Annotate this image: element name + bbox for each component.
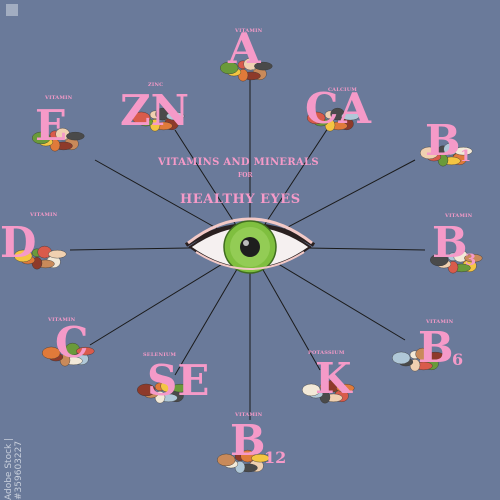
food-cluster-icon — [132, 107, 185, 132]
vitamin-b12-caption: VITAMIN — [235, 412, 263, 418]
food-cluster-icon — [392, 347, 445, 372]
food-cluster-icon — [217, 449, 270, 474]
food-cluster-icon — [137, 379, 190, 404]
food-cluster-icon — [420, 142, 473, 167]
vitamin-e-caption: VITAMIN — [45, 95, 73, 101]
vitamin-b1-letter: B — [425, 116, 461, 165]
food-cluster-icon — [32, 127, 85, 152]
calcium-caption: CALCIUM — [328, 87, 357, 93]
vitamin-b6-caption: VITAMIN — [426, 319, 454, 325]
vitamin-b12-subscript: 12 — [264, 448, 287, 467]
vitamin-d-caption: VITAMIN — [30, 212, 58, 218]
vitamin-b3-caption: VITAMIN — [445, 213, 473, 219]
selenium-caption: SELENIUM — [143, 352, 177, 358]
vitamin-b12-letter: B — [230, 416, 266, 465]
food-cluster-icon — [220, 57, 273, 82]
calcium-letter: Ca — [305, 84, 372, 133]
selenium-letter: Se — [147, 356, 210, 405]
eye-icon — [184, 217, 316, 274]
food-cluster-icon — [430, 249, 483, 274]
zinc-caption: ZINC — [148, 82, 164, 88]
vitamin-c-letter: C — [55, 318, 89, 367]
title-line-2: FOR — [238, 172, 253, 179]
vitamin-b6-subscript: 6 — [452, 350, 464, 369]
vitamin-a-caption: VITAMIN — [235, 28, 263, 34]
food-cluster-icon — [14, 245, 67, 270]
food-cluster-icon — [302, 379, 355, 404]
vitamin-a-letter: A — [228, 24, 261, 73]
watermark: Adobe Stock | #359603227 — [4, 437, 24, 500]
zinc-letter: Zn — [120, 86, 190, 135]
vitamin-e-letter: E — [35, 101, 68, 150]
stock-logo-icon — [6, 4, 18, 16]
food-cluster-icon — [42, 342, 95, 367]
vitamin-c-caption: VITAMIN — [48, 317, 76, 323]
title-line-3: HEALTHY EYES — [180, 192, 301, 207]
food-cluster-icon — [307, 107, 360, 132]
potassium-letter: K — [315, 354, 352, 403]
vitamin-b3-subscript: 3 — [465, 250, 477, 269]
vitamin-b1-subscript: 1 — [460, 146, 472, 165]
potassium-caption: POTASSIUM — [308, 350, 345, 356]
food-clusters — [14, 57, 483, 474]
vitamin-d-letter: D — [0, 218, 37, 267]
title-line-1: VITAMINS AND MINERALS — [158, 157, 319, 168]
vitamin-b3-letter: B — [432, 218, 468, 267]
vitamin-b6-letter: B — [418, 323, 454, 372]
